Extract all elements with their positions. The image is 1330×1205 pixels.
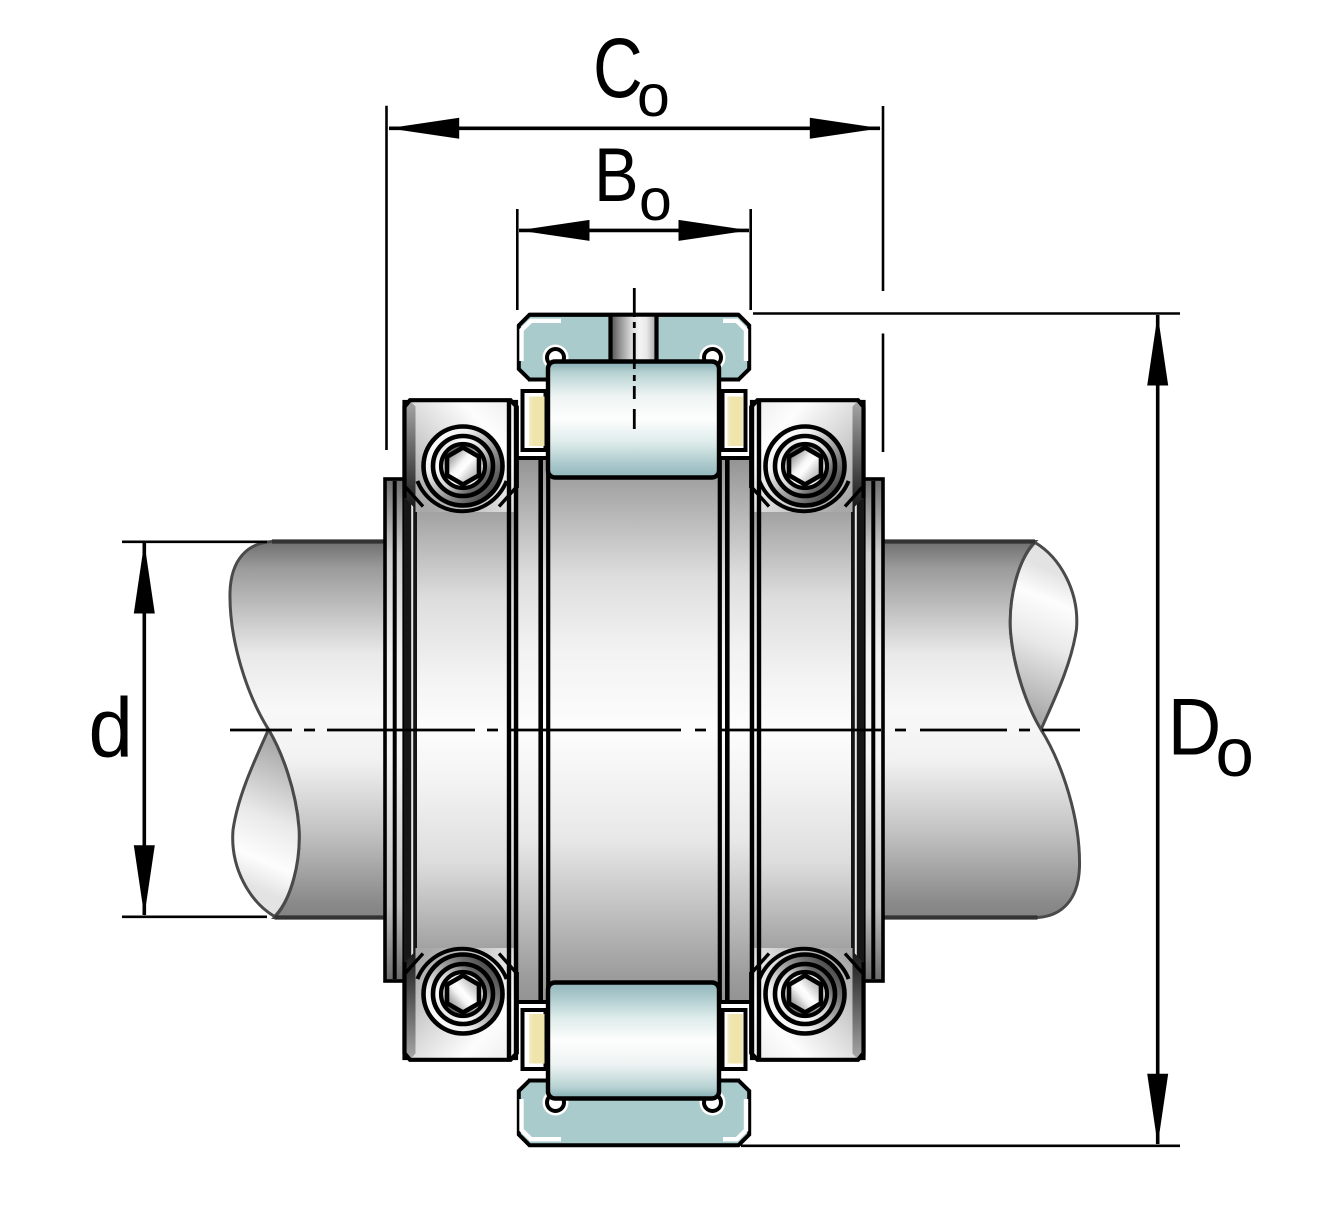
svg-text:o: o [639, 167, 672, 233]
svg-text:C: C [593, 22, 643, 116]
svg-text:o: o [1216, 714, 1254, 791]
svg-text:D: D [1168, 683, 1222, 773]
svg-text:B: B [594, 133, 639, 218]
svg-text:d: d [89, 682, 133, 775]
svg-text:o: o [637, 63, 670, 129]
